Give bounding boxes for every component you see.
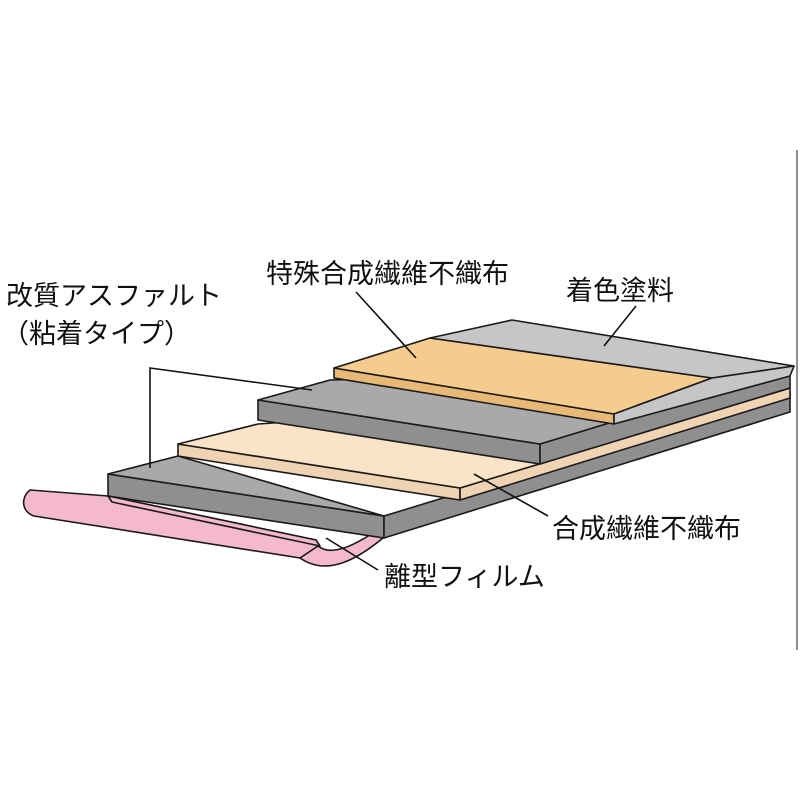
colored-paint-label: 着色塗料	[566, 276, 674, 307]
colored-paint-layer	[429, 319, 795, 425]
special-nonwoven-leader	[355, 291, 417, 359]
modified-asphalt-label: 改質アスファルト	[6, 281, 222, 312]
release-film-layer	[22, 489, 391, 567]
leader-lines	[149, 291, 637, 571]
asphalt-leader-bracket	[149, 367, 313, 468]
special-nonwoven-label: 特殊合成繊維不織布	[266, 259, 509, 290]
release-film-strip	[107, 495, 321, 547]
synthetic-nonwoven-leader	[473, 473, 549, 517]
release-film-label: 離型フィルム	[384, 562, 545, 593]
bottom-asphalt-top	[107, 455, 385, 517]
adhesive-type-label: （粘着タイプ）	[2, 319, 191, 350]
synthetic-nonwoven-label: 合成繊維不織布	[552, 514, 741, 545]
release-film-leader	[325, 537, 379, 571]
colored-paint-leader	[603, 305, 637, 347]
colored-paint-right	[613, 365, 795, 425]
